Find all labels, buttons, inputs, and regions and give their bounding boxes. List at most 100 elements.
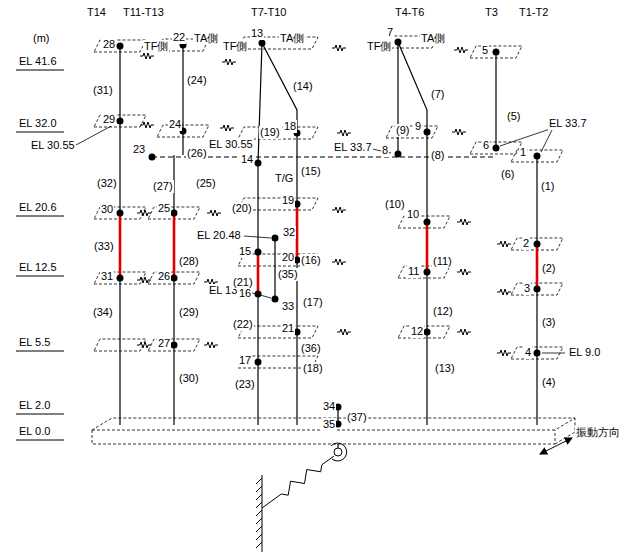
callout-label: (33) <box>93 240 115 253</box>
callout-label: (25) <box>195 177 217 190</box>
callout-label: (6) <box>500 168 515 181</box>
callout-label: 12 <box>410 325 424 338</box>
callout-label: EL 33.7 <box>333 141 373 154</box>
callout-label: (4) <box>541 376 556 389</box>
callout-label: 23 <box>132 143 146 156</box>
callout-label: EL 32.0 <box>18 117 58 130</box>
callout-label: (3) <box>541 316 556 329</box>
slab <box>398 326 450 338</box>
callout-label: T3 <box>484 6 499 19</box>
spring-symbol <box>452 129 466 135</box>
callout-label: 21 <box>281 322 295 335</box>
callout-label: 19 <box>281 194 295 207</box>
callout-label: EL 12.5 <box>18 261 58 274</box>
callout-label: T7-T10 <box>250 6 287 19</box>
callout-label: (24) <box>186 74 208 87</box>
callout-label: 31 <box>100 270 114 283</box>
ground-support <box>256 443 347 552</box>
callout-label: (29) <box>178 306 200 319</box>
callout-label: (18) <box>302 362 324 375</box>
callout-label: (32) <box>96 177 118 190</box>
callout-label: (5) <box>506 110 521 123</box>
callout-label: (7) <box>430 88 445 101</box>
callout-label: EL 9.0 <box>568 346 601 359</box>
callout-label: (2) <box>541 262 556 275</box>
spring-symbol <box>207 210 221 216</box>
callout-label: T4-T6 <box>394 6 425 19</box>
callout-label: 14 <box>240 153 254 166</box>
callout-label: (8) <box>430 149 445 162</box>
callout-label: 32 <box>282 226 296 239</box>
callout-label: 18 <box>283 120 297 133</box>
spring-symbol <box>220 125 234 131</box>
callout-label: TF側 <box>222 40 248 53</box>
callout-label: 5 <box>481 44 489 57</box>
floor-slabs <box>94 36 563 368</box>
callout-label: 27 <box>157 337 171 350</box>
callout-label: 1 <box>519 146 527 159</box>
mass-points <box>117 39 541 428</box>
callout-label: 振動方向 <box>575 426 621 439</box>
callout-label: 6 <box>482 139 490 152</box>
callout-label: (10) <box>384 198 406 211</box>
callout-label: (37) <box>346 411 368 424</box>
callout-label: (21) <box>232 276 254 289</box>
callout-label: (14) <box>292 80 314 93</box>
spring-symbol <box>332 207 346 213</box>
callout-label: 20 <box>281 251 295 264</box>
callout-label: 2 <box>522 237 530 250</box>
callout-label: (36) <box>300 342 322 355</box>
callout-label: 17 <box>238 354 252 367</box>
callout-label: EL 30.55 <box>30 139 76 152</box>
callout-label: T1-T2 <box>518 6 549 19</box>
spring-symbol <box>137 277 151 283</box>
callout-label: (31) <box>92 84 114 97</box>
callout-label: EL 30.55 <box>208 138 254 151</box>
callout-label: (m) <box>32 32 51 45</box>
spring-symbol <box>454 47 468 53</box>
callout-label: (12) <box>432 305 454 318</box>
callout-label: (11) <box>432 255 453 268</box>
callout-label: 3 <box>523 282 531 295</box>
spring-symbol <box>222 59 236 65</box>
callout-label: 4 <box>524 346 532 359</box>
spring-symbol <box>497 241 511 247</box>
callout-label: TA側 <box>193 32 219 45</box>
callout-label: EL 20.6 <box>18 201 58 214</box>
elevation-lines <box>16 70 64 440</box>
spring-symbol <box>137 342 151 348</box>
spring-symbol <box>457 269 471 275</box>
callout-label: (27) <box>152 180 174 193</box>
direction-arrow <box>540 438 572 454</box>
spring-symbol <box>204 342 218 348</box>
spring-symbol <box>457 329 471 335</box>
spring-symbol <box>137 210 151 216</box>
callout-label: (19) <box>259 126 281 139</box>
callout-label: EL 5.5 <box>18 336 51 349</box>
callout-label: (13) <box>434 362 456 375</box>
callout-label: EL 33.7 <box>548 117 588 130</box>
leader-lines <box>76 124 565 353</box>
callout-label: 8 <box>381 144 389 157</box>
callout-label: (26) <box>186 147 208 160</box>
callout-label: (34) <box>92 306 114 319</box>
spring-symbol <box>497 350 511 356</box>
springs <box>137 45 511 356</box>
callout-label: TA側 <box>420 32 446 45</box>
callout-label: 33 <box>281 300 295 313</box>
callout-label: (15) <box>300 165 322 178</box>
callout-label: 11 <box>407 265 420 278</box>
spring-symbol <box>140 53 154 59</box>
callout-label: TF側 <box>366 40 392 53</box>
callout-label: T14 <box>86 6 107 19</box>
callout-label: T/G <box>274 172 294 185</box>
spring-symbol <box>337 329 351 335</box>
spring-symbol <box>332 45 346 51</box>
callout-label: (16) <box>300 254 322 267</box>
callout-label: 13 <box>250 27 264 40</box>
callout-label: TA側 <box>279 32 305 45</box>
callout-label: (17) <box>302 296 324 309</box>
callout-label: 7 <box>386 26 394 39</box>
callout-label: 25 <box>157 202 171 215</box>
callout-label: EL 20.48 <box>196 229 242 242</box>
